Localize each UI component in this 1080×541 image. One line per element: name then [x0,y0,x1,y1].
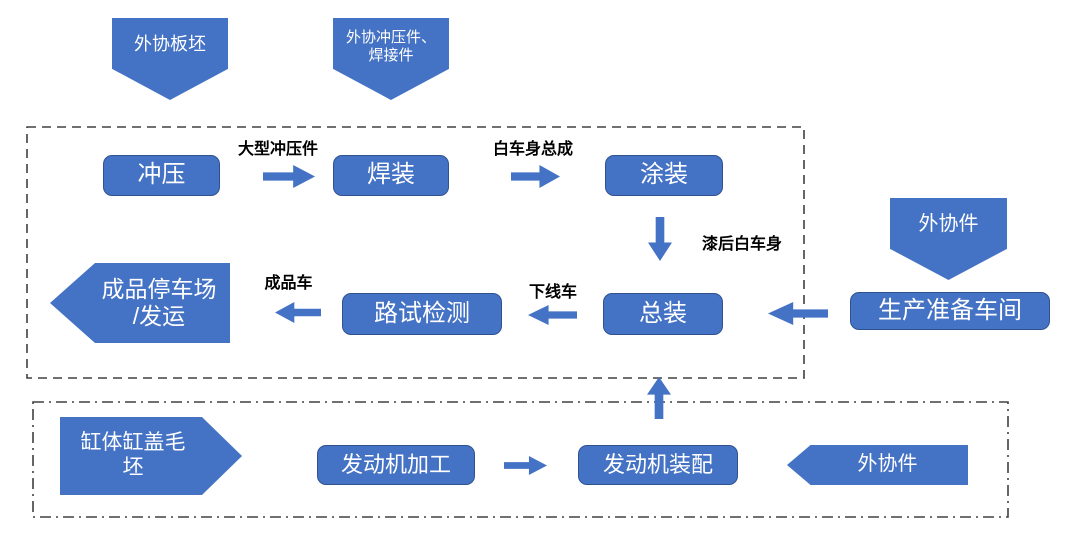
flow-label-large-stampings: 大型冲压件 [237,141,318,158]
flow-label-offline-vehicle: 下线车 [528,284,577,301]
input-stamping-welding-parts: 外协冲压件、 焊接件 [333,18,449,100]
node-production-prep-label: 生产准备车间 [878,296,1022,324]
vehicle-plant-boundary [26,126,805,379]
flow-label-body-in-white: 白车身总成 [492,141,573,158]
node-engine-machining-label: 发动机加工 [340,452,451,478]
input-stamping-welding-parts-label: 外协冲压件、 焊接件 [345,29,436,64]
node-stamping-label: 冲压 [137,161,186,189]
input-outsourced-parts-right-label: 外协件 [918,213,979,236]
node-engine-assembly: 发动机装配 [578,445,738,485]
node-welding: 焊装 [333,155,449,196]
node-final-assembly-label: 总装 [639,299,687,327]
input-outsourced-parts-right: 外协件 [890,198,1007,280]
input-plate-blank: 外协板坯 [112,18,228,100]
node-finished-parking: 成品停车场 /发运 [50,263,230,343]
engine-plant-boundary [32,401,1009,518]
node-welding-label: 焊装 [367,161,415,189]
node-painting: 涂装 [605,155,723,196]
flow-label-finished-vehicle: 成品车 [264,275,313,292]
node-finished-parking-label: 成品停车场 /发运 [101,275,217,329]
input-plate-blank-label: 外协板坯 [134,34,206,55]
node-final-assembly: 总装 [603,293,723,335]
node-production-prep: 生产准备车间 [850,292,1050,330]
node-road-test: 路试检测 [342,293,502,335]
node-painting-label: 涂装 [640,161,688,189]
input-outsourced-parts-bottom-label: 外协件 [857,453,918,476]
input-cylinder-blank-label: 缸体缸盖毛 坯 [80,431,186,479]
node-road-test-label: 路试检测 [374,299,470,327]
node-engine-machining: 发动机加工 [317,445,475,485]
node-stamping: 冲压 [103,155,220,196]
node-engine-assembly-label: 发动机装配 [602,452,713,478]
input-outsourced-parts-bottom: 外协件 [787,445,968,485]
input-cylinder-blank: 缸体缸盖毛 坯 [60,417,242,495]
flow-label-painted-body: 漆后白车身 [701,236,782,253]
